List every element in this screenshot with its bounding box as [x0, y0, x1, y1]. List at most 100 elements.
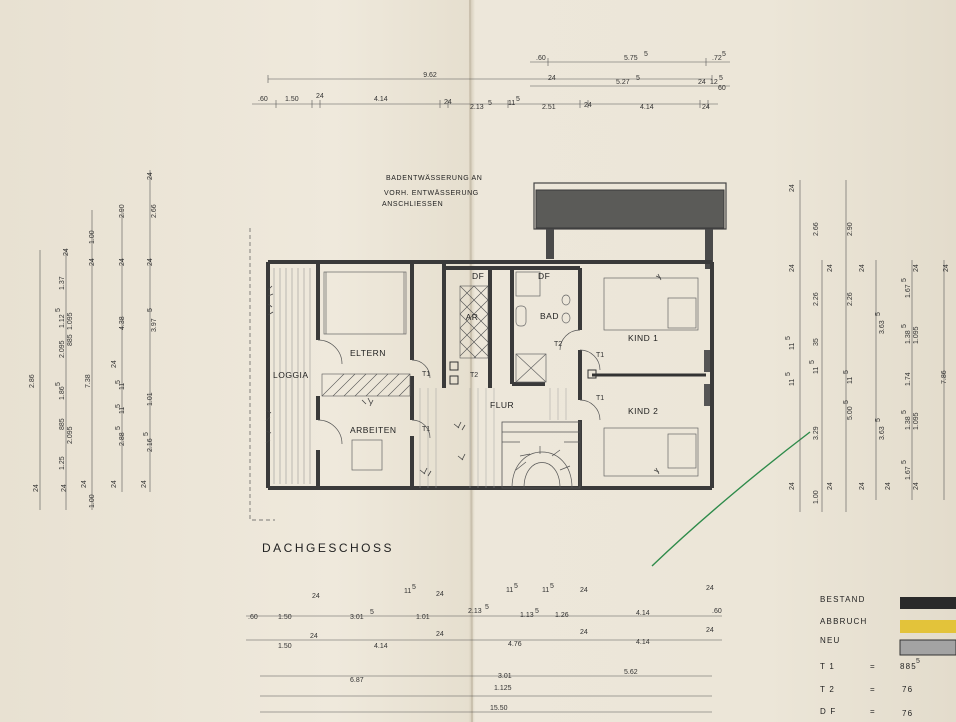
dim-label: 11 — [847, 377, 854, 384]
dim-label: 1.67 — [905, 284, 912, 298]
drainage-note: BADENTWÄSSERUNG AN VORH. ENTWÄSSERUNG AN… — [382, 174, 482, 208]
dim-label: 5 — [809, 360, 816, 364]
dim-label: .60 — [536, 55, 546, 62]
legend: BESTAND ABBRUCH NEU T 1 = 885 5 T 2 = 76… — [820, 595, 956, 718]
dim-label: 24 — [119, 258, 126, 266]
green-pen-stroke — [651, 431, 811, 567]
dim-label: 2.13 — [468, 608, 482, 615]
dim-label: 24 — [580, 587, 588, 594]
room-loggia: LOGGIA — [273, 370, 309, 380]
room-df-2: DF — [538, 271, 550, 281]
dim-label: 24 — [913, 482, 920, 490]
dim-label: 24 — [312, 593, 320, 600]
dim-label: 24 — [89, 258, 96, 266]
dim-label: 24 — [310, 633, 318, 640]
paper-fold — [469, 0, 473, 722]
legend-bestand-label: BESTAND — [820, 595, 866, 604]
dim-label: 24 — [33, 484, 40, 492]
dim-label: 24 — [859, 482, 866, 490]
dim-label: 1.25 — [59, 456, 66, 470]
dim-label: 24 — [789, 264, 796, 272]
dim-label: 5 — [843, 400, 850, 404]
dim-label: 4.14 — [374, 96, 388, 103]
dim-label: 11 — [542, 587, 549, 594]
dim-label: 5 — [115, 404, 122, 408]
dim-label: 2.16 — [147, 438, 154, 452]
dim-label: 1.00 — [813, 490, 820, 504]
dim-label: 1.26 — [555, 612, 569, 619]
dim-label: 3.97 — [151, 318, 158, 332]
dim-label: 1.00 — [89, 494, 96, 508]
dim-label: 11 — [119, 407, 126, 414]
dim-label: 5 — [901, 324, 908, 328]
dim-label: 4.14 — [636, 639, 650, 646]
dim-label: 1.38 — [905, 416, 912, 430]
dim-label: 24 — [61, 484, 68, 492]
dim-label: 24 — [698, 79, 706, 86]
dim-label: 5 — [370, 609, 374, 616]
dim-label: 5 — [636, 75, 640, 82]
dim-label: 12 — [710, 79, 718, 86]
dim-label: 5 — [485, 604, 489, 611]
dim-label: 24 — [789, 482, 796, 490]
dim-label: 5 — [143, 432, 150, 436]
dim-label: 1.095 — [913, 412, 920, 430]
door-labels: T1 T1 T2 T1 T1 T2 — [422, 341, 604, 433]
dim-label: 2.13 — [470, 104, 484, 111]
dim-label: 2.90 — [119, 204, 126, 218]
dim-label: 5.75 — [624, 55, 638, 62]
dim-label: 2.66 — [151, 204, 158, 218]
dim-label: 5 — [115, 426, 122, 430]
dim-label: 1.01 — [416, 614, 430, 621]
dim-label: 1.13 — [520, 612, 534, 619]
legend-t1-key: T 1 — [820, 662, 835, 671]
dim-label: 24 — [827, 264, 834, 272]
dim-label: 1.50 — [278, 643, 292, 650]
dim-label: 5 — [719, 75, 723, 82]
dim-label: 1.095 — [913, 326, 920, 344]
dim-label: 24 — [111, 480, 118, 488]
legend-bestand-swatch — [900, 597, 956, 609]
left-dimensions: 2.86 7.38 1.37 1.00 2.90 2.66 4.38 3.97 … — [29, 170, 158, 510]
dim-label: 1.50 — [285, 96, 299, 103]
right-dimensions: 2.66 2.90 2.26 2.26 3.63 5 1.67 5 1.38 5… — [785, 180, 950, 512]
room-kind-2: KIND 2 — [628, 406, 658, 416]
door-label: T1 — [422, 426, 430, 433]
dim-label: 1.00 — [89, 230, 96, 244]
dim-label: 1.125 — [494, 685, 512, 692]
dim-label: 5 — [901, 278, 908, 282]
dim-label: 5 — [785, 336, 792, 340]
dim-label: 15.50 — [490, 705, 508, 712]
dim-label: 5 — [55, 308, 62, 312]
dim-label: 24 — [827, 482, 834, 490]
dim-label: 5 — [412, 584, 416, 591]
dim-label: 4.38 — [119, 316, 126, 330]
dim-label: 5 — [722, 51, 726, 58]
dim-label: .60 — [248, 614, 258, 621]
dim-label: 3.29 — [813, 426, 820, 440]
dim-label: 24 — [147, 258, 154, 266]
dim-label: 4.14 — [640, 104, 654, 111]
dim-label: 5 — [550, 583, 554, 590]
flur-floor-lines — [419, 388, 567, 488]
dim-label: 5 — [514, 583, 518, 590]
dim-label: 24 — [436, 591, 444, 598]
dim-label: 11 — [119, 383, 126, 390]
legend-abbruch-swatch — [900, 620, 956, 633]
dim-label: 4.14 — [636, 610, 650, 617]
door-swings — [317, 329, 601, 445]
room-df-1: DF — [472, 271, 484, 281]
building-outline — [249, 228, 714, 521]
dim-label: 24 — [885, 482, 892, 490]
loggia-floor-lines — [273, 268, 311, 484]
dim-label: 2.86 — [29, 374, 36, 388]
dim-label: 3.63 — [879, 320, 886, 334]
door-label: T2 — [470, 372, 478, 379]
dim-label: 5 — [488, 100, 492, 107]
dim-label: 5 — [843, 370, 850, 374]
legend-t1-sup: 5 — [916, 658, 920, 665]
dim-label: 6.87 — [350, 677, 364, 684]
legend-neu-label: NEU — [820, 636, 841, 645]
dim-label: 24 — [63, 248, 70, 256]
